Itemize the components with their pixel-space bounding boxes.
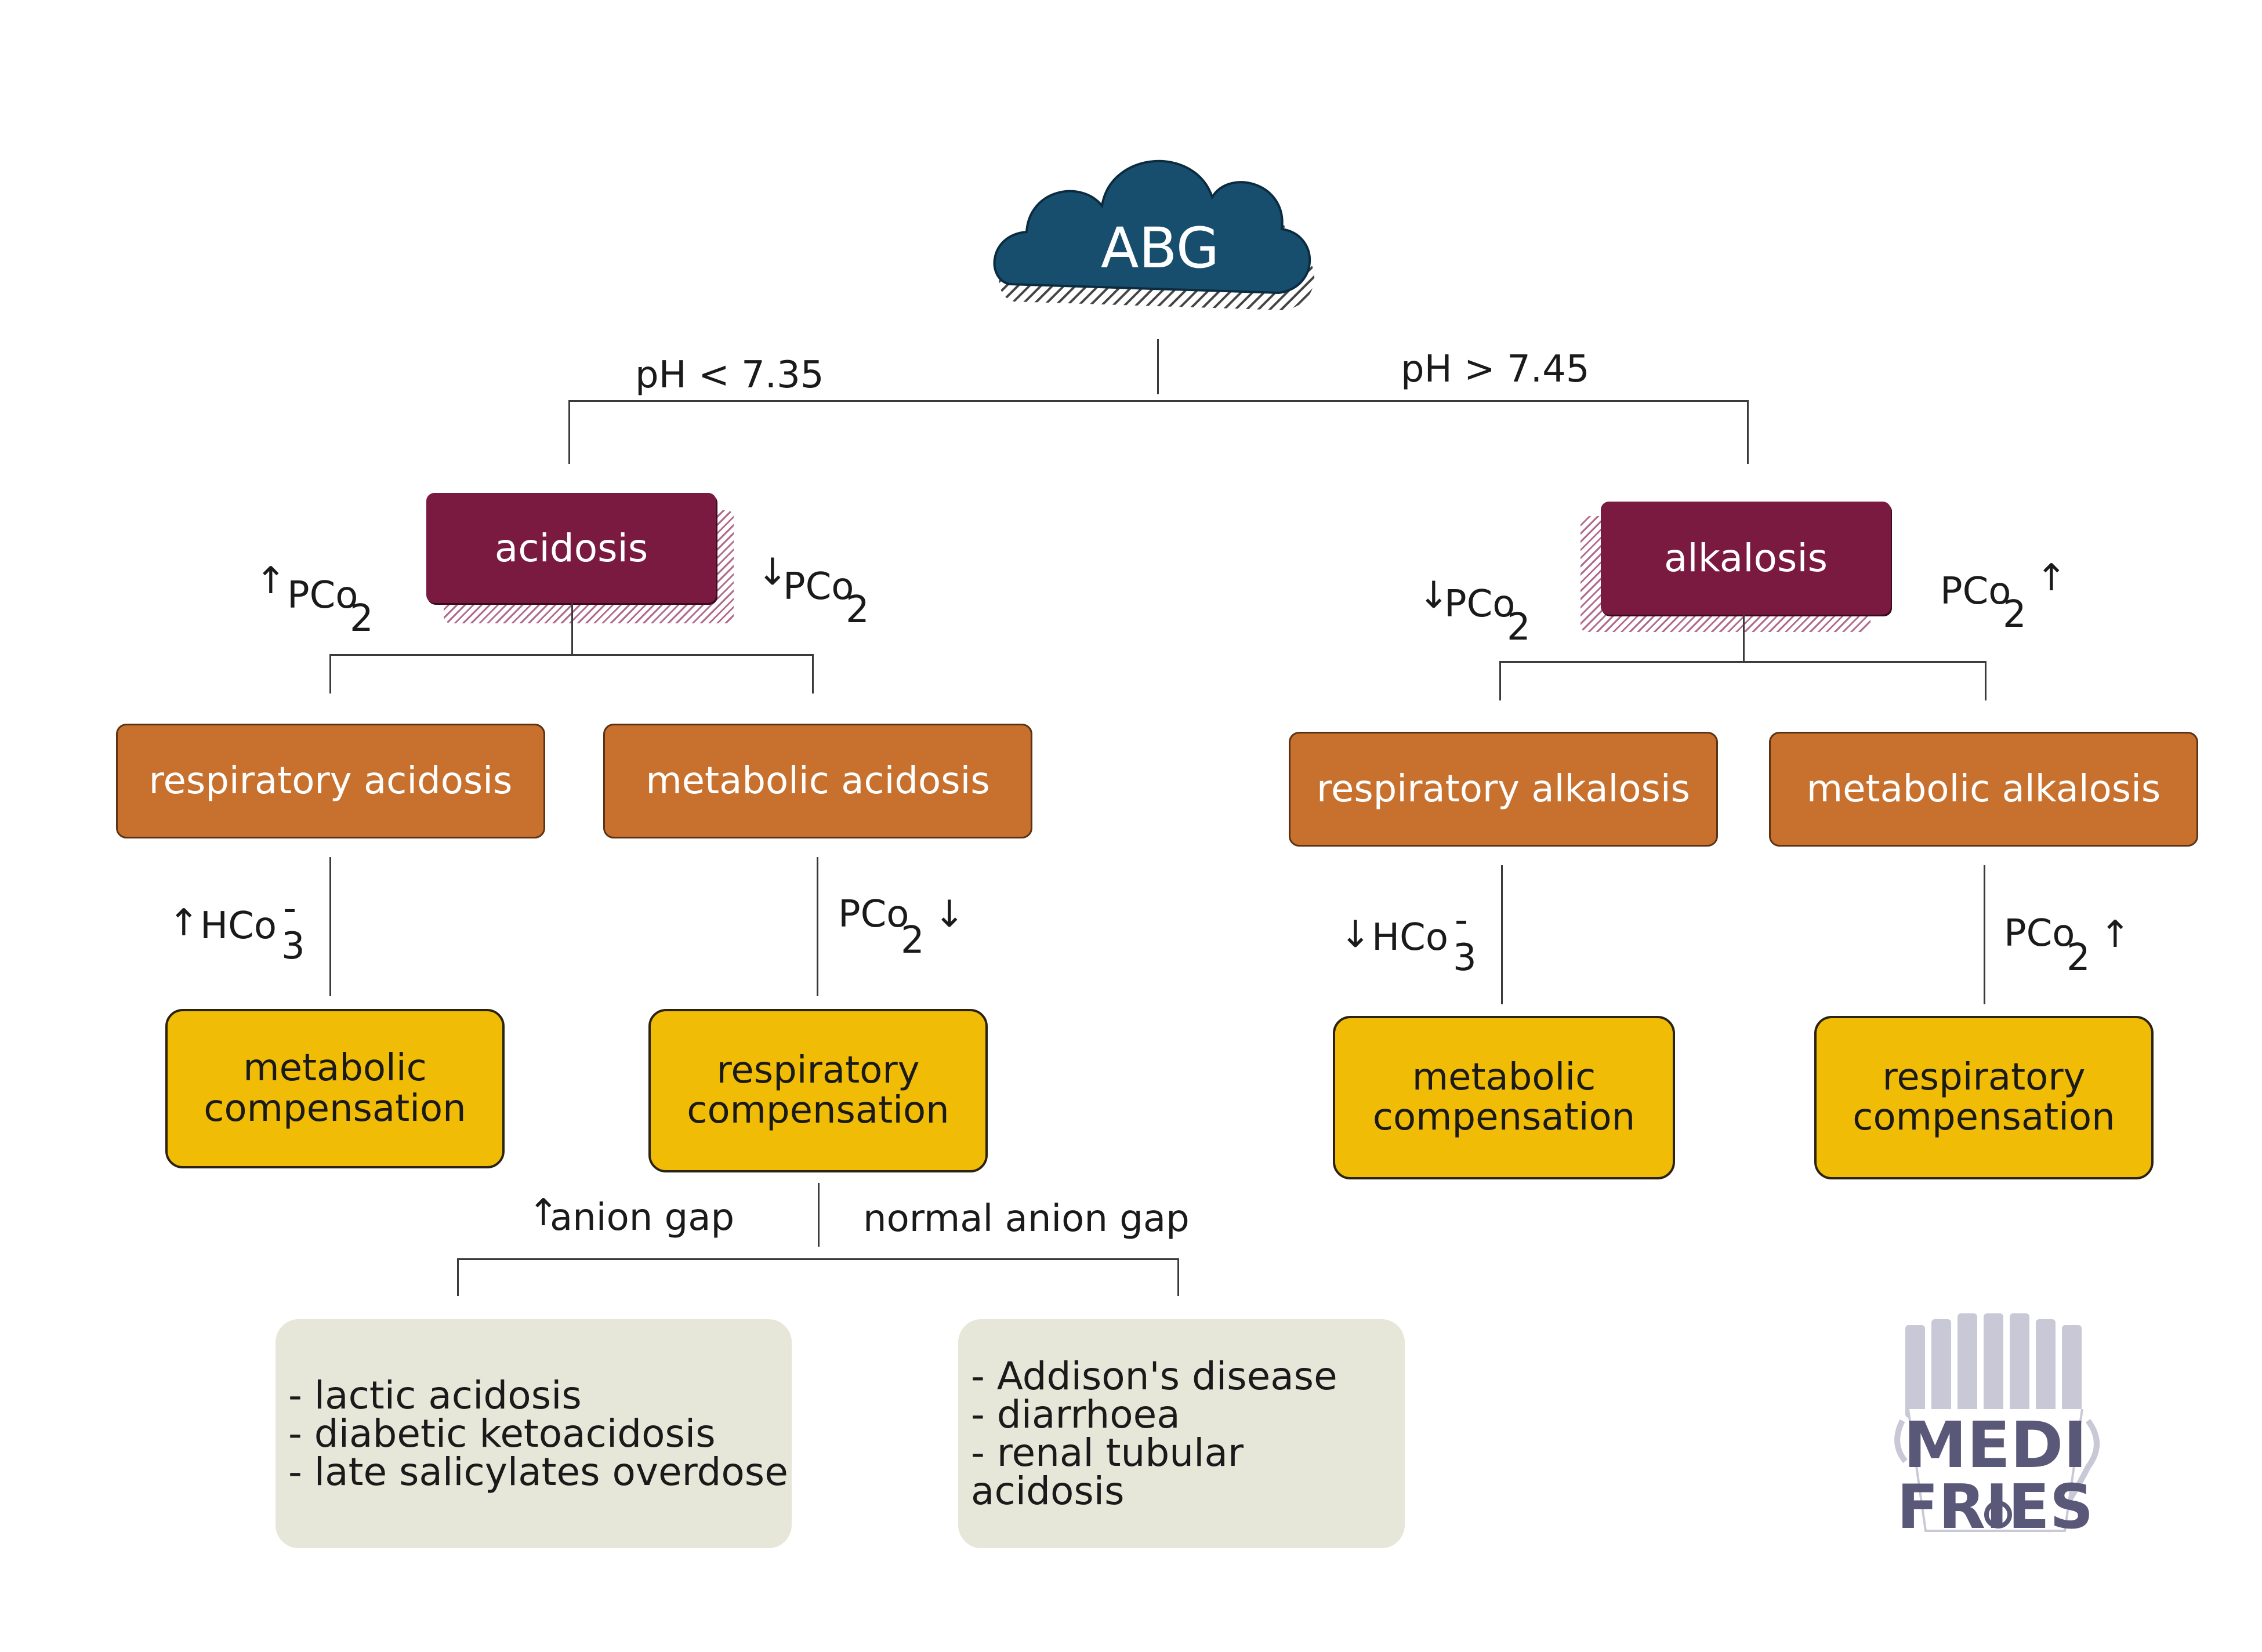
metabolic-acidosis-node: metabolic acidosis bbox=[603, 724, 1032, 838]
met-alkalosis-pco2: PCo bbox=[2004, 912, 2075, 955]
medifries-logo: MEDI FRIES bbox=[1894, 1313, 2100, 1542]
acidosis-branch-line bbox=[329, 654, 814, 656]
respiratory-compensation-alkalosis: respiratory compensation bbox=[1814, 1016, 2154, 1179]
anion-gap-branch-line bbox=[457, 1258, 1179, 1260]
metabolic-compensation-alkalosis: metabolic compensation bbox=[1333, 1016, 1675, 1179]
alkalosis-right-arrow: ↑ bbox=[2036, 557, 2067, 600]
anion-gap-left-drop bbox=[457, 1258, 459, 1296]
acidosis-connector bbox=[571, 603, 573, 655]
logo-line2: FRIES bbox=[1897, 1472, 2094, 1542]
cause-item: - renal tubular acidosis bbox=[971, 1430, 1244, 1513]
alkalosis-right-sub: 2 bbox=[2003, 593, 2027, 636]
logo-line1: MEDI bbox=[1904, 1408, 2087, 1482]
alkalosis-left-arrow: ↓ bbox=[1418, 574, 1449, 617]
alkalosis-right-pco2: PCo bbox=[1940, 570, 2011, 613]
anion-gap-connector bbox=[818, 1183, 820, 1247]
anion-gap-arrow: ↑ bbox=[528, 1192, 559, 1235]
resp-alkalosis-hco3-sub: 3 bbox=[1453, 936, 1477, 979]
acidosis-right-arrow: ↓ bbox=[757, 551, 788, 594]
resp-acidosis-hco3: HCo bbox=[200, 905, 277, 947]
met-acidosis-pco2-sub: 2 bbox=[901, 919, 925, 962]
alkalosis-branch-line bbox=[1499, 661, 1986, 663]
acidosis-left-pco2: PCo bbox=[287, 574, 358, 617]
cause-item: - diabetic ketoacidosis bbox=[288, 1411, 716, 1456]
alkalosis-left-sub: 2 bbox=[1507, 606, 1531, 649]
alkalosis-connector bbox=[1743, 615, 1745, 661]
cause-item: - diarrhoea bbox=[971, 1392, 1180, 1437]
resp-alkalosis-connector bbox=[1501, 865, 1503, 1004]
abg-cloud bbox=[993, 159, 1315, 310]
met-alkalosis-pco2-arrow: ↑ bbox=[2100, 913, 2131, 956]
resp-acidosis-hco3-arrow: ↑ bbox=[168, 902, 200, 945]
resp-alkalosis-hco3-arrow: ↓ bbox=[1340, 913, 1371, 956]
normal-anion-gap-label: normal anion gap bbox=[863, 1197, 1190, 1240]
respiratory-compensation-acidosis: respiratory compensation bbox=[648, 1009, 988, 1172]
met-alkalosis-connector bbox=[1984, 865, 1985, 1004]
abg-label: ABG bbox=[1100, 216, 1220, 281]
resp-acidosis-connector bbox=[329, 857, 331, 996]
met-acidosis-connector bbox=[817, 857, 818, 996]
ph-high-label: pH > 7.45 bbox=[1401, 348, 1590, 391]
root-branch-line bbox=[568, 400, 1749, 402]
acidosis-left-sub: 2 bbox=[350, 597, 374, 640]
cause-item: - lactic acidosis bbox=[288, 1373, 582, 1418]
respiratory-alkalosis-node: respiratory alkalosis bbox=[1289, 732, 1718, 847]
resp-alkalosis-hco3: HCo bbox=[1372, 916, 1448, 959]
met-acidosis-pco2: PCo bbox=[838, 893, 909, 936]
alkalosis-right-drop bbox=[1985, 661, 1986, 700]
acidosis-right-drop bbox=[812, 654, 814, 694]
acidosis-right-pco2: PCo bbox=[783, 565, 854, 608]
alkalosis-left-drop bbox=[1499, 661, 1501, 700]
cause-item: - Addison's disease bbox=[971, 1353, 1337, 1399]
anion-gap-label: anion gap bbox=[550, 1196, 735, 1239]
alkalosis-left-pco2: PCo bbox=[1444, 583, 1516, 626]
resp-acidosis-hco3-sub: 3 bbox=[281, 925, 305, 968]
high-anion-gap-causes: - lactic acidosis - diabetic ketoacidosi… bbox=[276, 1319, 792, 1548]
acidosis-right-sub: 2 bbox=[846, 589, 869, 631]
root-right-drop bbox=[1747, 400, 1749, 464]
anion-gap-right-drop bbox=[1177, 1258, 1179, 1296]
cause-item: - late salicylates overdose bbox=[288, 1449, 788, 1494]
metabolic-alkalosis-node: metabolic alkalosis bbox=[1769, 732, 2198, 847]
metabolic-compensation-acidosis: metabolic compensation bbox=[165, 1009, 505, 1168]
acidosis-node: acidosis bbox=[426, 493, 716, 603]
acidosis-left-arrow: ↑ bbox=[255, 560, 287, 602]
met-acidosis-pco2-arrow: ↓ bbox=[934, 893, 965, 936]
root-connector bbox=[1157, 339, 1159, 394]
resp-acidosis-hco3-sup: - bbox=[283, 887, 297, 930]
respiratory-acidosis-node: respiratory acidosis bbox=[116, 724, 545, 838]
normal-anion-gap-causes: - Addison's disease - diarrhoea - renal … bbox=[958, 1319, 1405, 1548]
ph-low-label: pH < 7.35 bbox=[635, 354, 824, 397]
acidosis-left-drop bbox=[329, 654, 331, 694]
met-alkalosis-pco2-sub: 2 bbox=[2067, 936, 2090, 979]
root-left-drop bbox=[568, 400, 570, 464]
resp-alkalosis-hco3-sup: - bbox=[1455, 899, 1469, 942]
alkalosis-node: alkalosis bbox=[1601, 502, 1891, 615]
